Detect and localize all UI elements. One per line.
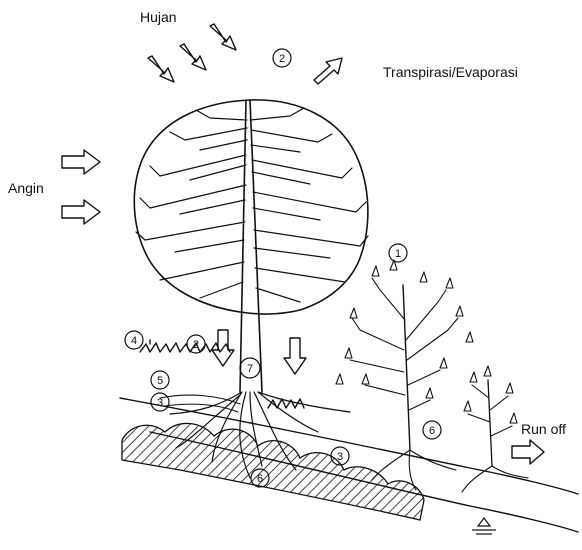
marker-5: 5	[151, 371, 169, 389]
water-table-icon	[472, 518, 496, 534]
runoff-label: Run off	[521, 421, 566, 437]
svg-text:1: 1	[395, 248, 401, 260]
wind-arrow-icon	[62, 150, 100, 224]
marker-2-mid: 2	[187, 335, 205, 353]
rain-arrow-icon	[148, 24, 236, 344]
svg-text:4: 4	[131, 335, 137, 347]
marker-7: 7	[240, 358, 260, 378]
runoff-arrow-icon	[512, 440, 544, 464]
rain-label: Hujan	[140, 9, 177, 25]
marker-6-small: 6	[423, 421, 441, 439]
evaporation-arrow-icon	[314, 58, 342, 84]
bedrock-layer	[122, 423, 424, 520]
marker-1: 1	[389, 244, 407, 262]
svg-text:7: 7	[247, 363, 253, 375]
transpiration-label: Transpirasi/Evaporasi	[383, 64, 518, 80]
large-tree	[134, 100, 368, 478]
svg-text:6: 6	[429, 425, 435, 437]
svg-text:3: 3	[337, 451, 343, 463]
svg-text:3: 3	[157, 397, 163, 409]
marker-4: 4	[125, 331, 143, 349]
svg-text:2: 2	[279, 53, 285, 65]
wind-label: Angin	[8, 180, 44, 196]
svg-text:2: 2	[193, 339, 199, 351]
shrub	[336, 260, 473, 490]
svg-text:6: 6	[257, 473, 263, 485]
svg-text:5: 5	[157, 375, 163, 387]
marker-3-right: 3	[331, 447, 349, 465]
marker-3-left: 3	[151, 393, 169, 411]
marker-2-top: 2	[273, 49, 291, 67]
